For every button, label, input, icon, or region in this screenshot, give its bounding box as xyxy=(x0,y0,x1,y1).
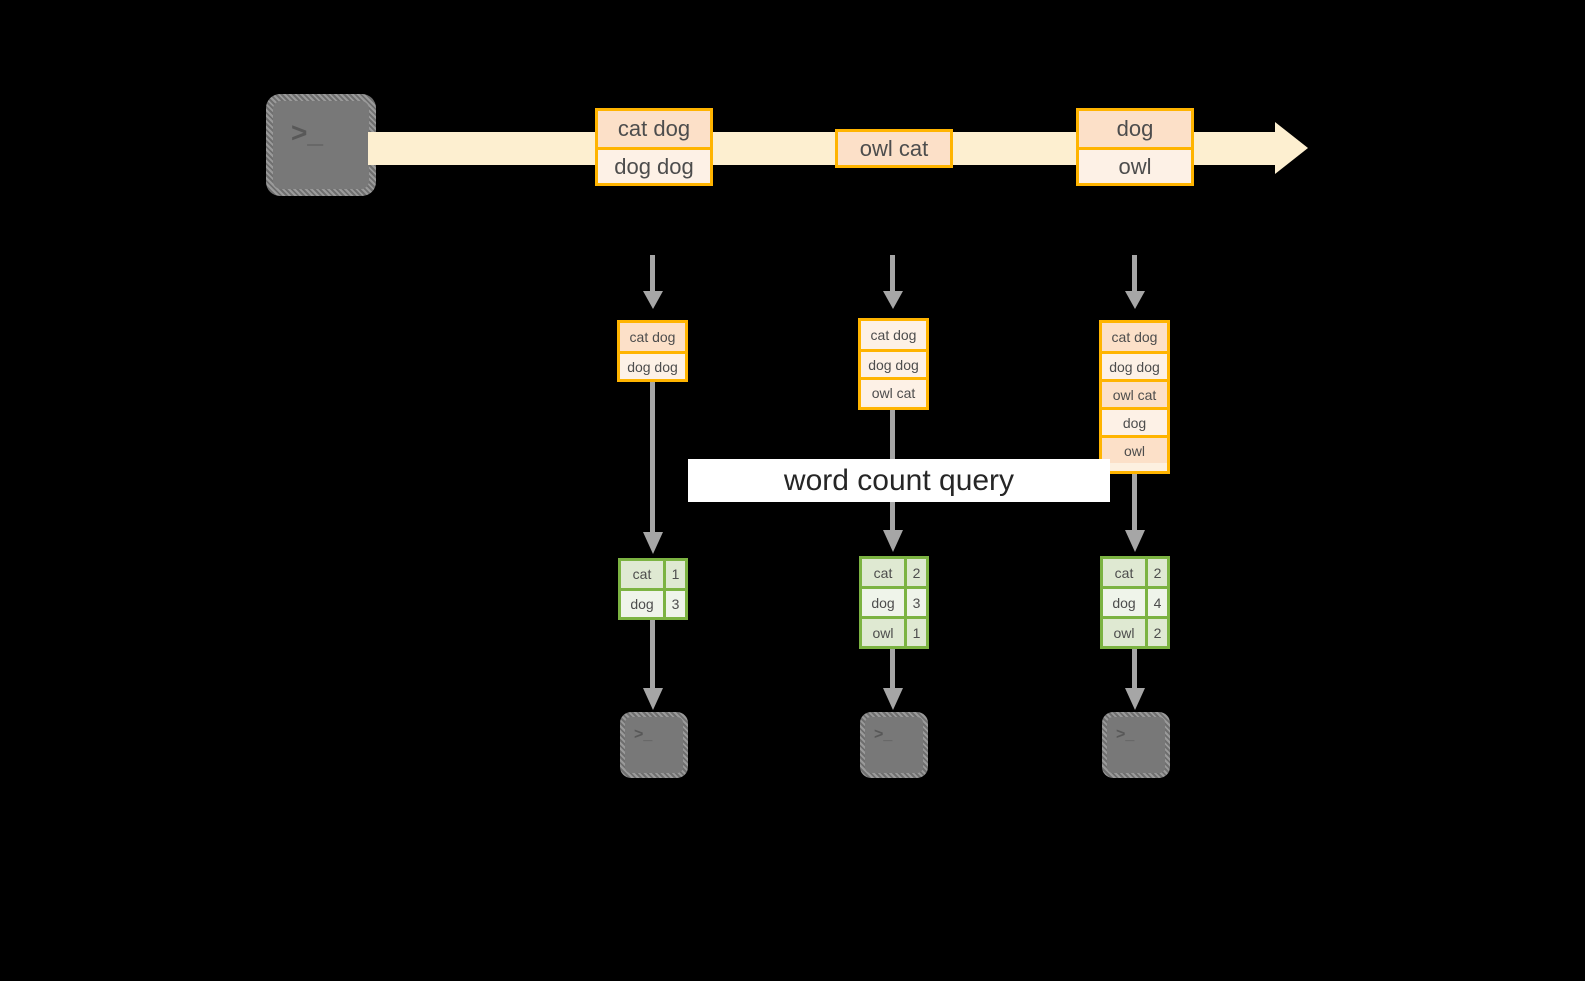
stream-record-line: cat dog xyxy=(598,111,710,147)
event-stream-arrowhead xyxy=(1275,122,1308,174)
snapshot-2-result-table: cat 2 dog 3 owl 1 xyxy=(859,556,929,649)
snapshot-2-sink-connector xyxy=(890,649,895,690)
sink-terminal-prompt-glyph: >_ xyxy=(1116,726,1135,743)
snapshot-feed-arrowhead xyxy=(883,291,903,309)
snapshot-input-row-text: owl xyxy=(1123,442,1145,459)
result-word-cell: owl xyxy=(872,624,894,641)
snapshot-input-row-text: cat dog xyxy=(629,329,676,345)
snapshot-input-row: dog dog xyxy=(861,349,926,377)
snapshot-input-row: dog dog xyxy=(620,351,685,379)
snapshot-input-row-text: owl cat xyxy=(871,384,916,401)
snapshot-feed-connector xyxy=(650,255,655,293)
snapshot-input-row-text: cat dog xyxy=(870,327,917,343)
stream-record-line: owl xyxy=(1079,147,1191,183)
sink-terminal-prompt-glyph: >_ xyxy=(874,726,893,743)
snapshot-1-sink-arrowhead xyxy=(643,688,663,710)
result-row: dog 3 xyxy=(862,586,926,616)
result-count-cell: 2 xyxy=(1145,619,1167,646)
terminal-screen xyxy=(273,101,369,189)
stream-record-line-text: dog dog xyxy=(614,153,694,179)
snapshot-feed-arrowhead xyxy=(643,291,663,309)
stream-record-line: dog dog xyxy=(598,147,710,183)
snapshot-3-query-arrowhead xyxy=(1125,530,1145,552)
snapshot-3-sink-terminal-icon: >_ xyxy=(1102,712,1170,778)
snapshot-3-sink-connector xyxy=(1132,649,1137,690)
snapshot-input-row-text: cat dog xyxy=(1111,329,1158,345)
result-count-cell: 1 xyxy=(663,561,685,588)
snapshot-1-result-table: cat 1 dog 3 xyxy=(618,558,688,620)
source-terminal-icon: >_ xyxy=(266,94,376,196)
snapshot-input-row: cat dog xyxy=(1102,323,1167,351)
snapshot-input-row: owl xyxy=(1102,435,1167,463)
terminal-screen xyxy=(625,717,683,773)
result-word-cell: cat xyxy=(873,564,893,581)
stream-record: dog owl xyxy=(1076,108,1194,186)
result-row: owl 1 xyxy=(862,616,926,646)
snapshot-2-sink-terminal-icon: >_ xyxy=(860,712,928,778)
stream-record-line-text: dog xyxy=(1116,116,1154,141)
result-count-cell: 2 xyxy=(904,559,926,586)
snapshot-input-row-text: dog xyxy=(1122,414,1147,431)
snapshot-input-row-text: dog dog xyxy=(868,356,919,373)
snapshot-input-row-text: dog dog xyxy=(1109,358,1160,375)
snapshot-feed-connector xyxy=(890,255,895,293)
snapshot-input-row: owl cat xyxy=(1102,379,1167,407)
snapshot-3-query-connector xyxy=(1132,474,1137,532)
snapshot-input-row: dog xyxy=(1102,407,1167,435)
result-word-cell: dog xyxy=(630,595,654,612)
snapshot-feed-arrowhead xyxy=(1125,291,1145,309)
result-row: cat 2 xyxy=(862,559,926,586)
snapshot-1-query-connector xyxy=(650,382,655,534)
result-count-cell: 1 xyxy=(904,619,926,646)
result-row: dog 4 xyxy=(1103,586,1167,616)
result-row: cat 1 xyxy=(621,561,685,588)
result-row: dog 3 xyxy=(621,587,685,617)
snapshot-3-result-table: cat 2 dog 4 owl 2 xyxy=(1100,556,1170,649)
result-word-cell: owl xyxy=(1113,624,1135,641)
stream-record: cat dog dog dog xyxy=(595,108,713,186)
snapshot-input-row: cat dog xyxy=(620,323,685,351)
snapshot-2-query-arrowhead xyxy=(883,530,903,552)
snapshot-input-row: dog dog xyxy=(1102,351,1167,379)
snapshot-1-sink-connector xyxy=(650,620,655,690)
snapshot-3-input-table: cat dog dog dog owl cat dog owl xyxy=(1099,320,1170,474)
snapshot-feed-connector xyxy=(1132,255,1137,293)
result-word-cell: cat xyxy=(632,566,652,583)
snapshot-input-row: owl cat xyxy=(861,377,926,405)
snapshot-input-row: cat dog xyxy=(861,321,926,349)
stream-record-line-text: owl xyxy=(1118,153,1152,179)
source-terminal-prompt-glyph: >_ xyxy=(291,117,323,148)
snapshot-2-input-table: cat dog dog dog owl cat xyxy=(858,318,929,410)
snapshot-1-sink-terminal-icon: >_ xyxy=(620,712,688,778)
snapshot-1-input-table: cat dog dog dog xyxy=(617,320,688,382)
stream-record-line-text: owl cat xyxy=(859,135,929,161)
snapshot-input-row-text: owl cat xyxy=(1112,386,1157,403)
result-row: owl 2 xyxy=(1103,616,1167,646)
terminal-screen xyxy=(865,717,923,773)
result-row: cat 2 xyxy=(1103,559,1167,586)
result-count-cell: 2 xyxy=(1145,559,1167,586)
result-word-cell: dog xyxy=(871,594,895,611)
result-count-cell: 3 xyxy=(904,589,926,616)
stream-record-line: dog xyxy=(1079,111,1191,147)
sink-terminal-prompt-glyph: >_ xyxy=(634,726,653,743)
result-count-cell: 4 xyxy=(1145,589,1167,616)
snapshot-3-sink-arrowhead xyxy=(1125,688,1145,710)
snapshot-2-sink-arrowhead xyxy=(883,688,903,710)
snapshot-input-row-text: dog dog xyxy=(627,358,678,375)
query-label: word count query xyxy=(688,459,1110,502)
terminal-screen xyxy=(1107,717,1165,773)
stream-record: owl cat xyxy=(835,129,953,168)
stream-record-line-text: cat dog xyxy=(617,116,691,141)
snapshot-1-query-arrowhead xyxy=(643,532,663,554)
result-count-cell: 3 xyxy=(663,590,685,617)
stream-record-line: owl cat xyxy=(838,132,950,165)
result-word-cell: cat xyxy=(1114,564,1134,581)
result-word-cell: dog xyxy=(1112,594,1136,611)
